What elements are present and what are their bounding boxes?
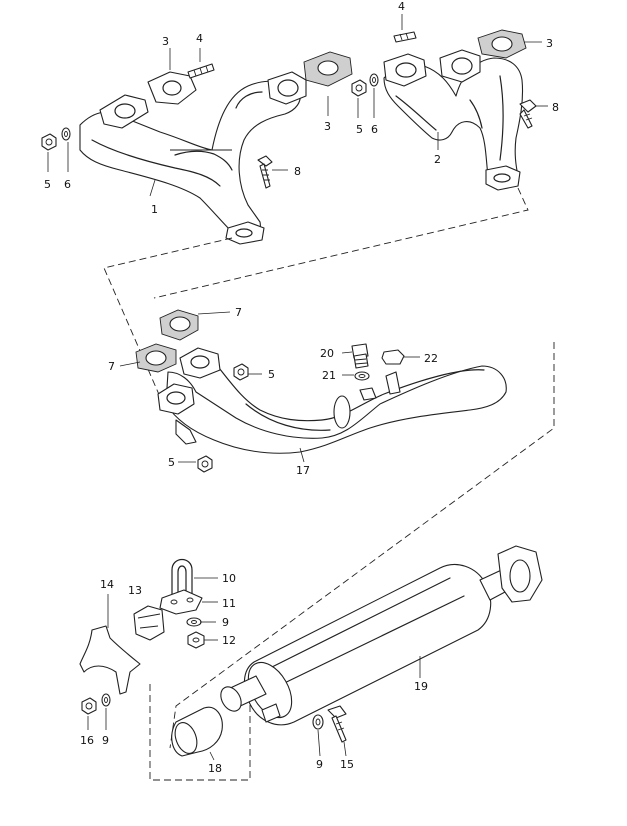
callout-9-hanger: 9 xyxy=(222,616,229,629)
nut-bracket xyxy=(81,697,97,715)
callout-19: 19 xyxy=(414,680,428,693)
nut-middle xyxy=(351,79,367,97)
sensor-plug xyxy=(351,343,369,369)
callout-13: 13 xyxy=(128,584,142,597)
right-exhaust-manifold xyxy=(383,49,524,191)
nut-left-manifold xyxy=(41,133,57,151)
callout-14: 14 xyxy=(100,578,114,591)
callout-4-right: 4 xyxy=(398,0,405,13)
gasket-front-pipe-lower xyxy=(135,343,177,373)
callout-8-right: 8 xyxy=(552,101,559,114)
gasket-right xyxy=(477,29,527,59)
connector-pipe-to-muffler xyxy=(169,342,555,749)
callout-10: 10 xyxy=(222,572,236,585)
clamp-bracket xyxy=(159,589,203,615)
left-exhaust-manifold xyxy=(79,71,307,245)
callout-5-left: 5 xyxy=(44,178,51,191)
bolt-left-manifold xyxy=(257,155,273,189)
callout-3-left: 3 xyxy=(162,35,169,48)
callout-7-upper: 7 xyxy=(235,306,242,319)
sealing-ring xyxy=(354,371,370,381)
callout-12: 12 xyxy=(222,634,236,647)
gasket-front-pipe-upper xyxy=(159,309,199,341)
leader-lines xyxy=(47,14,548,761)
stud-right xyxy=(393,31,417,43)
connector-right-manifold-to-pipe xyxy=(153,187,529,299)
nut-hanger xyxy=(187,631,205,649)
callout-18: 18 xyxy=(208,762,222,775)
protective-cap xyxy=(381,349,405,365)
rubber-mount xyxy=(133,605,165,641)
callout-5-middle: 5 xyxy=(356,123,363,136)
hanger-bracket xyxy=(79,625,141,695)
callout-6-middle: 6 xyxy=(371,123,378,136)
callout-3-middle: 3 xyxy=(324,120,331,133)
bolt-right-manifold xyxy=(519,99,537,129)
callout-5-pipe-bottom: 5 xyxy=(168,456,175,469)
callout-1: 1 xyxy=(151,203,158,216)
callout-6-left: 6 xyxy=(64,178,71,191)
washer-middle xyxy=(369,73,379,87)
callout-4-left: 4 xyxy=(196,32,203,45)
callout-5-pipe: 5 xyxy=(268,368,275,381)
nut-front-pipe-bottom xyxy=(197,455,213,473)
connector-muffler-to-tailpipe xyxy=(149,684,251,781)
gasket-left-port xyxy=(147,71,197,105)
callout-8-left: 8 xyxy=(294,165,301,178)
callout-16: 16 xyxy=(80,734,94,747)
callout-20: 20 xyxy=(320,347,334,360)
tail-pipe xyxy=(171,706,223,757)
washer-bracket xyxy=(101,693,111,707)
callout-3-right: 3 xyxy=(546,37,553,50)
front-exhaust-pipe xyxy=(157,347,507,454)
bolt-muffler xyxy=(327,705,347,743)
washer-muffler xyxy=(312,714,324,730)
callout-22: 22 xyxy=(424,352,438,365)
callout-7-lower: 7 xyxy=(108,360,115,373)
callout-17: 17 xyxy=(296,464,310,477)
callout-9-bracket: 9 xyxy=(102,734,109,747)
gasket-middle xyxy=(303,51,353,87)
callout-15: 15 xyxy=(340,758,354,771)
washer-left-manifold xyxy=(61,127,71,141)
callout-9-muffler: 9 xyxy=(316,758,323,771)
callout-11: 11 xyxy=(222,597,236,610)
nut-front-pipe-right xyxy=(233,363,249,381)
rear-muffler xyxy=(220,545,543,726)
stud-left xyxy=(187,63,215,79)
u-bolt-clamp xyxy=(171,558,193,607)
callout-21: 21 xyxy=(322,369,336,382)
callout-labels: 1 2 3 3 3 4 4 5 5 5 5 6 6 7 7 8 8 9 9 9 … xyxy=(44,0,559,775)
callout-2: 2 xyxy=(434,153,441,166)
washer-hanger xyxy=(186,617,202,627)
